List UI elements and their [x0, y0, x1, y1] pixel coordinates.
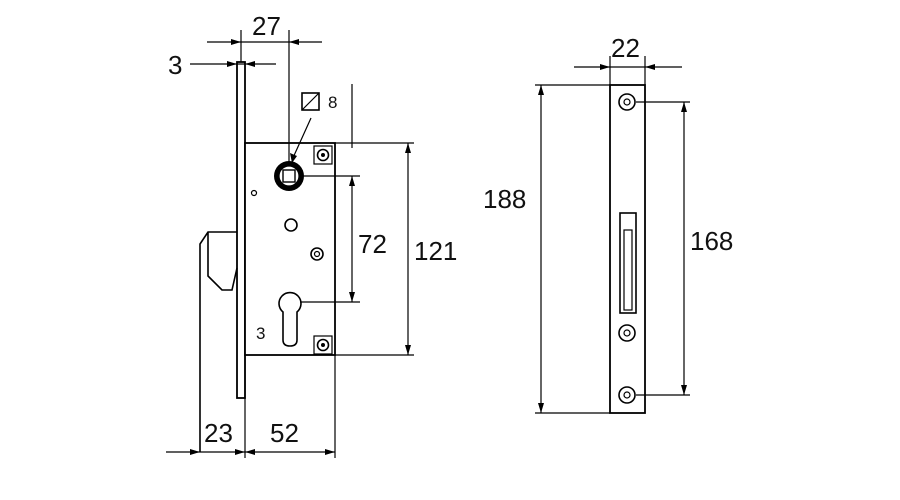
screw-bottom — [313, 335, 333, 355]
dim-72: 72 — [358, 229, 387, 259]
left-view: 8 3 27 3 72 121 — [166, 11, 457, 458]
faceplate-front — [609, 84, 646, 414]
right-view: 22 188 168 — [483, 33, 733, 414]
hole-small — [284, 218, 298, 232]
hook-bolt — [199, 231, 238, 452]
spindle-hub — [274, 161, 304, 191]
screw-top — [313, 145, 333, 165]
dim-27: 27 — [252, 11, 281, 41]
dim-8: 8 — [328, 93, 337, 112]
faceplate-strip — [236, 61, 246, 399]
faceplate-screw-middle — [618, 324, 636, 342]
dim-121: 121 — [414, 236, 457, 266]
dim-22: 22 — [611, 33, 640, 63]
dim-23: 23 — [204, 418, 233, 448]
dim-52: 52 — [270, 418, 299, 448]
dim-3: 3 — [168, 50, 182, 80]
faceplate-screw-bottom — [618, 386, 636, 404]
dim-3-cylinder: 3 — [256, 324, 265, 343]
spindle-leader — [291, 117, 312, 161]
square-spindle-symbol — [301, 92, 320, 111]
bolt-slot — [619, 212, 637, 314]
hole-small-left — [250, 189, 258, 197]
faceplate-screw-top — [618, 93, 636, 111]
dim-188: 188 — [483, 184, 526, 214]
hole-small-ringed — [310, 247, 324, 261]
dim-168: 168 — [690, 226, 733, 256]
cylinder-cutout — [278, 291, 302, 347]
